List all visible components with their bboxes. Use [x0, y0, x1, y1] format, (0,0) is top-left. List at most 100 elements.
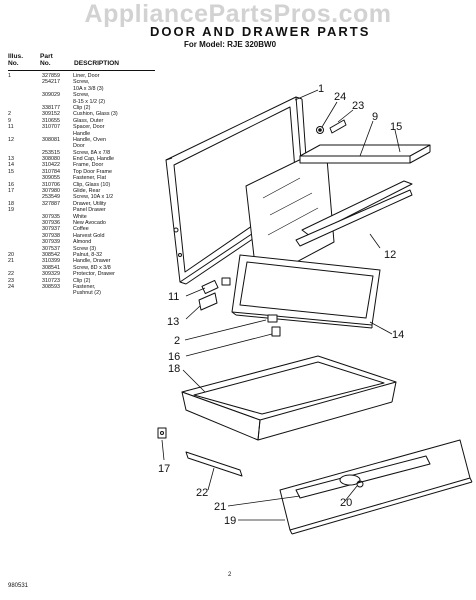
illus-no: 24: [8, 283, 14, 290]
illus-no: 21: [8, 258, 14, 265]
part-description: Door: [73, 143, 85, 150]
part-description: Top Door Frame: [73, 168, 112, 175]
part-no: 253549: [42, 194, 60, 201]
part-no: 308541: [42, 264, 60, 271]
part-no: 310399: [42, 258, 60, 265]
illus-no: 18: [8, 200, 14, 207]
part-description: End Cap, Handle: [73, 156, 115, 163]
part-description: Protector, Drawer: [73, 271, 115, 278]
part-no: 253515: [42, 149, 60, 156]
callout-18: 18: [168, 363, 180, 375]
part-no: 307537: [42, 245, 60, 252]
part-no: 310707: [42, 124, 60, 131]
part-description: Screw, 8D x 3/8: [73, 264, 111, 271]
parts-row: Handle: [8, 131, 158, 137]
part-no: 307938: [42, 232, 60, 239]
parts-row: 8-15 x 1/2 (2): [8, 99, 158, 105]
callout-16: 16: [168, 351, 180, 363]
part-description: Drawer, Utility: [73, 200, 107, 207]
illus-no: 9: [8, 117, 11, 124]
part-no: 310784: [42, 168, 60, 175]
callout-24: 24: [334, 91, 346, 103]
part-description: Glide, Rear: [73, 188, 101, 195]
part-description: Screw,: [73, 92, 90, 99]
page-title: DOOR AND DRAWER PARTS: [150, 24, 371, 39]
parts-row: 338177 Clip (2): [8, 105, 158, 111]
callout-11: 11: [168, 291, 179, 303]
part-description: Fastener,: [73, 283, 96, 290]
parts-row: Door: [8, 143, 158, 149]
pushnut-fastener: [316, 126, 324, 134]
model-number: For Model: RJE 320BW0: [184, 40, 277, 49]
illus-no: 22: [8, 271, 14, 278]
part-description: White: [73, 213, 87, 220]
parts-row: Pushnut (2): [8, 290, 158, 296]
parts-row: 22 309329 Protector, Drawer: [8, 271, 158, 277]
part-description: Clip (2): [73, 277, 91, 284]
callout-19: 19: [224, 515, 236, 527]
part-description: Screw, 8A x 7/8: [73, 149, 111, 156]
spacer-door-handle: [201, 277, 231, 295]
part-description: Handle, Drawer: [73, 258, 111, 265]
callout-13: 13: [167, 316, 179, 328]
illus-no: 12: [8, 136, 14, 143]
illus-no: 20: [8, 251, 14, 258]
part-no: 338177: [42, 104, 60, 111]
part-description: Fastener, Flat: [73, 175, 106, 182]
part-description: Almond: [73, 239, 92, 246]
illus-no: 2: [8, 111, 11, 118]
glass-cushion: [267, 314, 278, 323]
part-no: 307936: [42, 219, 60, 226]
part-description: 10A x 3/8 (3): [73, 85, 104, 92]
illus-no: 15: [8, 168, 14, 175]
part-description: 8-15 x 1/2 (2): [73, 98, 106, 105]
part-description: Pushnut (2): [73, 290, 101, 297]
part-no: 309329: [42, 271, 60, 278]
callout-1: 1: [318, 83, 324, 95]
drawer-protector: [185, 451, 243, 477]
part-description: New Avocado: [73, 219, 106, 226]
parts-row: 309029 Screw,: [8, 92, 158, 98]
part-description: Clip (2): [73, 104, 91, 111]
parts-row: 307938 Harvest Gold: [8, 233, 158, 239]
callout-9: 9: [372, 111, 378, 123]
top-door-frame: [299, 144, 431, 164]
glass-clip: [271, 326, 281, 337]
part-no: 307939: [42, 239, 60, 246]
rear-glide: [157, 427, 167, 439]
parts-row: 253515 Screw, 8A x 7/8: [8, 150, 158, 156]
part-description: Clip, Glass (10): [73, 181, 111, 188]
part-no: 307980: [42, 188, 60, 195]
watermark: AppliancePartsPros.com: [84, 0, 392, 28]
part-no: 308081: [42, 136, 60, 143]
callout-12: 12: [384, 249, 396, 261]
part-no: 310723: [42, 277, 60, 284]
part-no: 309152: [42, 111, 60, 118]
parts-row: 308541 Screw, 8D x 3/8: [8, 265, 158, 271]
header-illus-no: Illus. No.: [8, 53, 24, 67]
part-no: 310655: [42, 117, 60, 124]
part-description: Coffee: [73, 226, 89, 233]
part-no: 310422: [42, 162, 60, 169]
part-no: 308080: [42, 156, 60, 163]
part-description: Panel Drawer: [73, 207, 106, 214]
part-description: Screw,: [73, 79, 90, 86]
leader-lines: [161, 89, 401, 521]
part-no: 309029: [42, 92, 60, 99]
illus-no: 14: [8, 162, 14, 169]
part-no: 327887: [42, 200, 60, 207]
part-description: Harvest Gold: [73, 232, 105, 239]
callout-21: 21: [214, 501, 226, 513]
handle-end-cap: [198, 292, 218, 311]
